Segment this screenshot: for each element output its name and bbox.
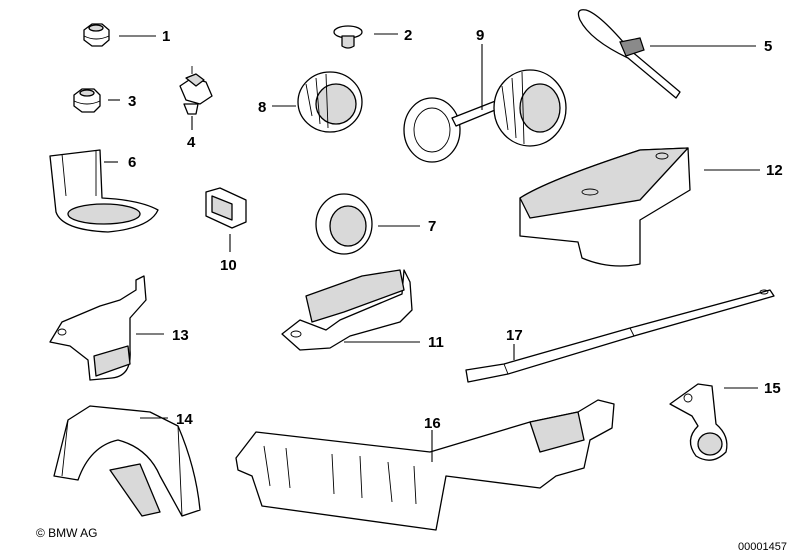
part-3-hex-nut	[73, 88, 101, 113]
part-10-clip	[205, 187, 247, 229]
label-11: 11	[428, 334, 444, 351]
label-4: 4	[187, 134, 196, 151]
label-17: 17	[506, 327, 523, 344]
label-5: 5	[764, 38, 772, 55]
part-7-ring	[315, 193, 373, 255]
part-17-support-rod	[465, 289, 775, 383]
part-8-grommet-ring	[297, 71, 363, 133]
part-16-mounting-bracket	[235, 399, 615, 531]
part-6-holder-cup	[49, 149, 159, 233]
part-11-bracket	[281, 269, 413, 351]
label-14: 14	[176, 411, 193, 428]
copyright-text: © BMW AG	[36, 526, 98, 540]
part-5-cable-tie	[577, 9, 681, 99]
label-10: 10	[220, 257, 237, 274]
part-14-cover-arch	[53, 405, 201, 517]
label-13: 13	[172, 327, 189, 344]
label-16: 16	[424, 415, 441, 432]
label-12: 12	[766, 162, 783, 179]
label-7: 7	[428, 218, 436, 235]
part-13-bracket	[49, 275, 147, 381]
label-8: 8	[258, 99, 266, 116]
part-15-clamp	[669, 383, 728, 461]
label-1: 1	[162, 28, 170, 45]
label-9: 9	[476, 27, 484, 44]
part-4-expanding-clip	[179, 66, 213, 115]
label-3: 3	[128, 93, 136, 110]
part-9-grommet-seal	[403, 69, 567, 163]
label-15: 15	[764, 380, 781, 397]
part-2-plastic-rivet	[333, 25, 363, 49]
part-1-hex-nut	[83, 23, 110, 47]
label-2: 2	[404, 27, 412, 44]
part-12-cover	[519, 147, 691, 267]
document-number: 00001457	[738, 541, 787, 553]
label-6: 6	[128, 154, 136, 171]
